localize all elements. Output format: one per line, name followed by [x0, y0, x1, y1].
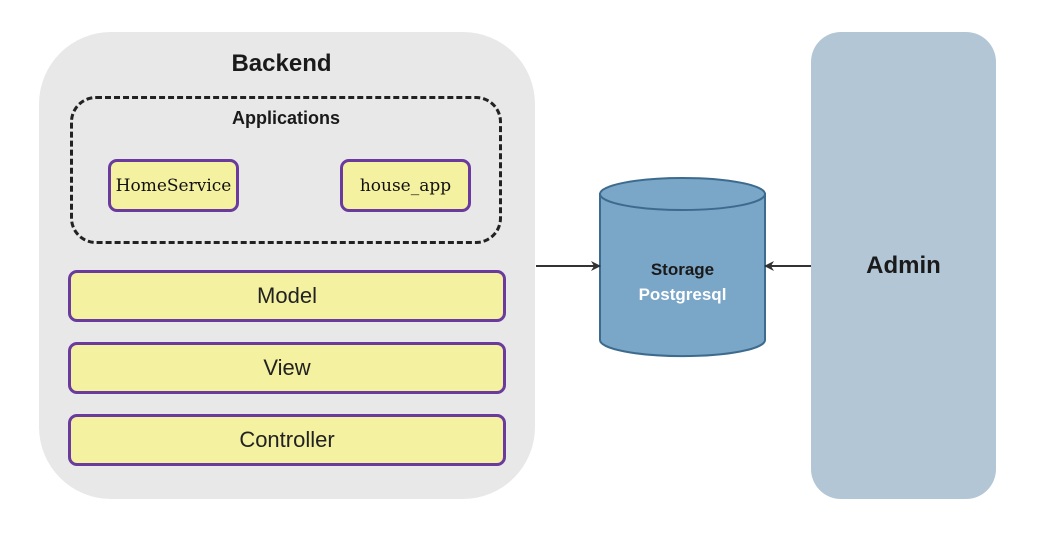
layer-view: View — [68, 342, 506, 394]
storage-database-name: Postgresql — [638, 285, 727, 304]
applications-group — [70, 96, 502, 244]
storage-title: Storage — [650, 260, 715, 279]
admin-title: Admin — [866, 252, 941, 279]
applications-title: Applications — [231, 108, 340, 128]
layer-model: Model — [68, 270, 506, 322]
admin-container — [811, 32, 996, 499]
app-house-app: house_app — [340, 159, 471, 212]
storage-cylinder — [599, 177, 766, 358]
layer-controller: Controller — [68, 414, 506, 466]
app-homeservice: HomeService — [108, 159, 239, 212]
backend-title: Backend — [231, 50, 332, 77]
